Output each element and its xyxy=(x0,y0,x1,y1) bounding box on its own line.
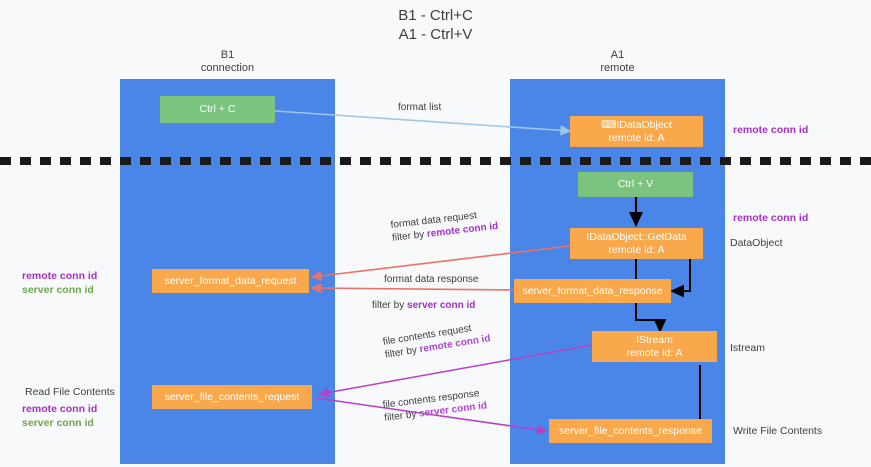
arrow-format-data-response xyxy=(310,282,515,294)
side-label-left-server-conn-id: server conn id xyxy=(22,284,94,296)
node-server-file-contents-response[interactable]: server_file_contents_response xyxy=(549,419,712,443)
edge-label-format-list: format list xyxy=(398,101,441,114)
side-label-left-remote-conn-id: remote conn id xyxy=(22,270,98,282)
node-ctrl-c-label: Ctrl + C xyxy=(199,103,236,115)
edge-label-format-data-request: format data request filter by remote con… xyxy=(390,207,499,245)
edge-label-file-contents-response: file contents response filter by server … xyxy=(382,386,488,424)
title-line-1: B1 - Ctrl+C xyxy=(398,7,473,24)
side-label-left-server-conn-id-2: server conn id xyxy=(22,417,94,429)
edge-label-file-contents-request: file contents request filter by remote c… xyxy=(382,319,491,361)
node-server-format-data-request[interactable]: server_format_data_request xyxy=(152,269,309,293)
node-idataobject-line1: ⌨IDataObject xyxy=(601,118,672,131)
side-label-right-write-file-contents: Write File Contents xyxy=(733,425,823,437)
node-server-file-contents-request[interactable]: server_file_contents_request xyxy=(152,385,312,409)
edge-label-format-data-response: format data response xyxy=(384,273,479,286)
column-header-a1: A1 remote xyxy=(510,49,725,75)
node-ctrl-v-label: Ctrl + V xyxy=(617,178,654,190)
node-istream-line1: IStream xyxy=(636,333,673,346)
node-sfdresp-label: server_format_data_response xyxy=(522,284,663,297)
edge-label-format-data-response-filter: filter by server conn id xyxy=(372,299,475,312)
diagram-title: B1 - Ctrl+C A1 - Ctrl+V xyxy=(0,6,871,44)
node-istream-line2: remote id: A xyxy=(626,346,683,359)
column-header-a1-sub: remote xyxy=(600,62,635,74)
node-idataobject-line2: remote id: A xyxy=(608,131,665,144)
column-header-b1-name: B1 xyxy=(220,49,235,61)
title-line-2: A1 - Ctrl+V xyxy=(398,26,473,43)
node-istream[interactable]: IStream remote id: A xyxy=(592,331,717,362)
side-label-left-read-file-contents: Read File Contents xyxy=(25,386,115,398)
column-header-a1-name: A1 xyxy=(610,49,625,61)
node-sfcresp-label: server_file_contents_response xyxy=(558,424,702,437)
side-label-right-istream: Istream xyxy=(730,342,766,354)
edge-label-format-list-text: format list xyxy=(398,102,442,113)
node-getdata-line2: remote id: A xyxy=(608,243,665,256)
filter-prefix: filter by xyxy=(372,300,408,311)
node-ctrl-v[interactable]: Ctrl + V xyxy=(578,172,693,197)
filter-prefix: filter by xyxy=(383,408,420,424)
node-sfcreq-label: server_file_contents_request xyxy=(164,390,300,403)
filter-prefix: filter by xyxy=(391,228,428,244)
column-header-b1: B1 connection xyxy=(120,49,335,75)
side-label-right-dataobject: DataObject xyxy=(730,237,783,249)
side-label-right-remote-conn-id-top: remote conn id xyxy=(733,124,809,136)
side-label-right-remote-conn-id-mid: remote conn id xyxy=(733,212,809,224)
node-idataobject-getdata[interactable]: IDataObject::GetData remote id: A xyxy=(570,228,703,259)
filter-prefix: filter by xyxy=(384,344,421,361)
side-label-left-remote-conn-id-2: remote conn id xyxy=(22,403,98,415)
node-sfdreq-label: server_format_data_request xyxy=(164,274,297,287)
filter-value-server-conn-id: server conn id xyxy=(407,300,476,311)
node-idataobject[interactable]: ⌨IDataObject remote id: A xyxy=(570,116,703,147)
column-header-b1-sub: connection xyxy=(200,62,255,74)
node-ctrl-c[interactable]: Ctrl + C xyxy=(160,96,275,123)
edge-label-format-data-response-text: format data response xyxy=(384,274,479,285)
node-server-format-data-response[interactable]: server_format_data_response xyxy=(514,279,671,303)
node-getdata-line1: IDataObject::GetData xyxy=(586,230,687,243)
